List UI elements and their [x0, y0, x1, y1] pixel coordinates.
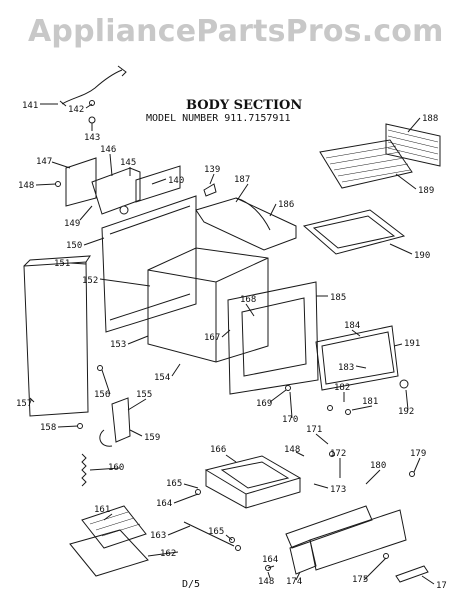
drawer-front-part — [285, 505, 373, 549]
callout-188: 188 — [422, 114, 438, 124]
callout-148-c: 148 — [258, 577, 274, 587]
callout-152: 152 — [82, 276, 98, 286]
callout-190: 190 — [414, 251, 430, 261]
callout-173: 173 — [330, 485, 346, 495]
part-drawings — [23, 65, 441, 583]
broiler-pan-part — [302, 209, 406, 255]
callout-153: 153 — [110, 340, 126, 350]
oven-liner-part — [147, 247, 269, 363]
back-wall-part — [101, 195, 197, 333]
door-gasket-part — [315, 325, 399, 391]
callout-150: 150 — [66, 241, 82, 251]
callout-179: 179 — [410, 449, 426, 459]
power-cord-part — [61, 69, 123, 105]
storage-drawer-part — [204, 455, 302, 495]
callout-159: 159 — [144, 433, 160, 443]
callout-189: 189 — [418, 186, 434, 196]
callout-175: 175 — [352, 575, 368, 585]
callout-149: 149 — [64, 219, 80, 229]
callout-165-a: 165 — [166, 479, 182, 489]
callout-174: 174 — [286, 577, 302, 587]
callout-176: 17 — [436, 581, 447, 591]
front-frame-part — [227, 281, 319, 395]
diagram-code: D/5 — [182, 579, 201, 590]
callout-151: 151 — [54, 259, 70, 269]
callout-187: 187 — [234, 175, 250, 185]
callout-185: 185 — [330, 293, 346, 303]
side-bracket-part — [65, 157, 97, 207]
callout-154: 154 — [154, 373, 170, 383]
callout-164-a: 164 — [156, 499, 172, 509]
callout-182: 182 — [334, 383, 350, 393]
callout-139: 139 — [204, 165, 220, 175]
callout-140: 140 — [168, 176, 184, 186]
rack-guide-part — [385, 123, 441, 167]
callout-162: 162 — [160, 549, 176, 559]
spring-part — [81, 453, 87, 487]
callout-172: 172 — [330, 449, 346, 459]
diagram-subtitle: MODEL NUMBER 911.7157911 — [146, 113, 291, 124]
callout-143: 143 — [84, 133, 100, 143]
callout-163: 163 — [150, 531, 166, 541]
callout-171: 171 — [306, 425, 322, 435]
callout-145: 145 — [120, 158, 136, 168]
burner-box-part — [81, 505, 147, 549]
callout-161: 161 — [94, 505, 110, 515]
callout-146: 146 — [100, 145, 116, 155]
callout-181: 181 — [362, 397, 378, 407]
callout-layer: 141 142 143 146 145 147 148 149 140 139 … — [16, 101, 447, 591]
diagram-title: BODY SECTION — [186, 98, 303, 113]
drawer-rod-part — [183, 521, 235, 547]
callout-141: 141 — [22, 101, 38, 111]
callout-164-b: 164 — [262, 555, 278, 565]
callout-158: 158 — [40, 423, 56, 433]
callout-191: 191 — [404, 339, 420, 349]
callout-186: 186 — [278, 200, 294, 210]
callout-184: 184 — [344, 321, 360, 331]
callout-165-b: 165 — [208, 527, 224, 537]
side-panel-part — [23, 261, 89, 417]
callout-183: 183 — [338, 363, 354, 373]
callout-166: 166 — [210, 445, 226, 455]
callout-192: 192 — [398, 407, 414, 417]
callout-167: 167 — [204, 333, 220, 343]
callout-147: 147 — [36, 157, 52, 167]
callout-180: 180 — [370, 461, 386, 471]
callout-168: 168 — [240, 295, 256, 305]
callout-157: 157 — [16, 399, 32, 409]
callout-148-b: 148 — [284, 445, 300, 455]
leader-lines — [29, 103, 435, 585]
callout-155: 155 — [136, 390, 152, 400]
oven-rack-part — [319, 139, 413, 189]
watermark-text: AppliancePartsPros.com — [28, 14, 444, 49]
drawer-handle-part — [395, 565, 429, 583]
callout-148-a: 148 — [18, 181, 34, 191]
hinge-part — [111, 397, 131, 443]
callout-142: 142 — [68, 105, 84, 115]
callout-170: 170 — [282, 415, 298, 425]
callout-169: 169 — [256, 399, 272, 409]
callout-156: 156 — [94, 390, 110, 400]
